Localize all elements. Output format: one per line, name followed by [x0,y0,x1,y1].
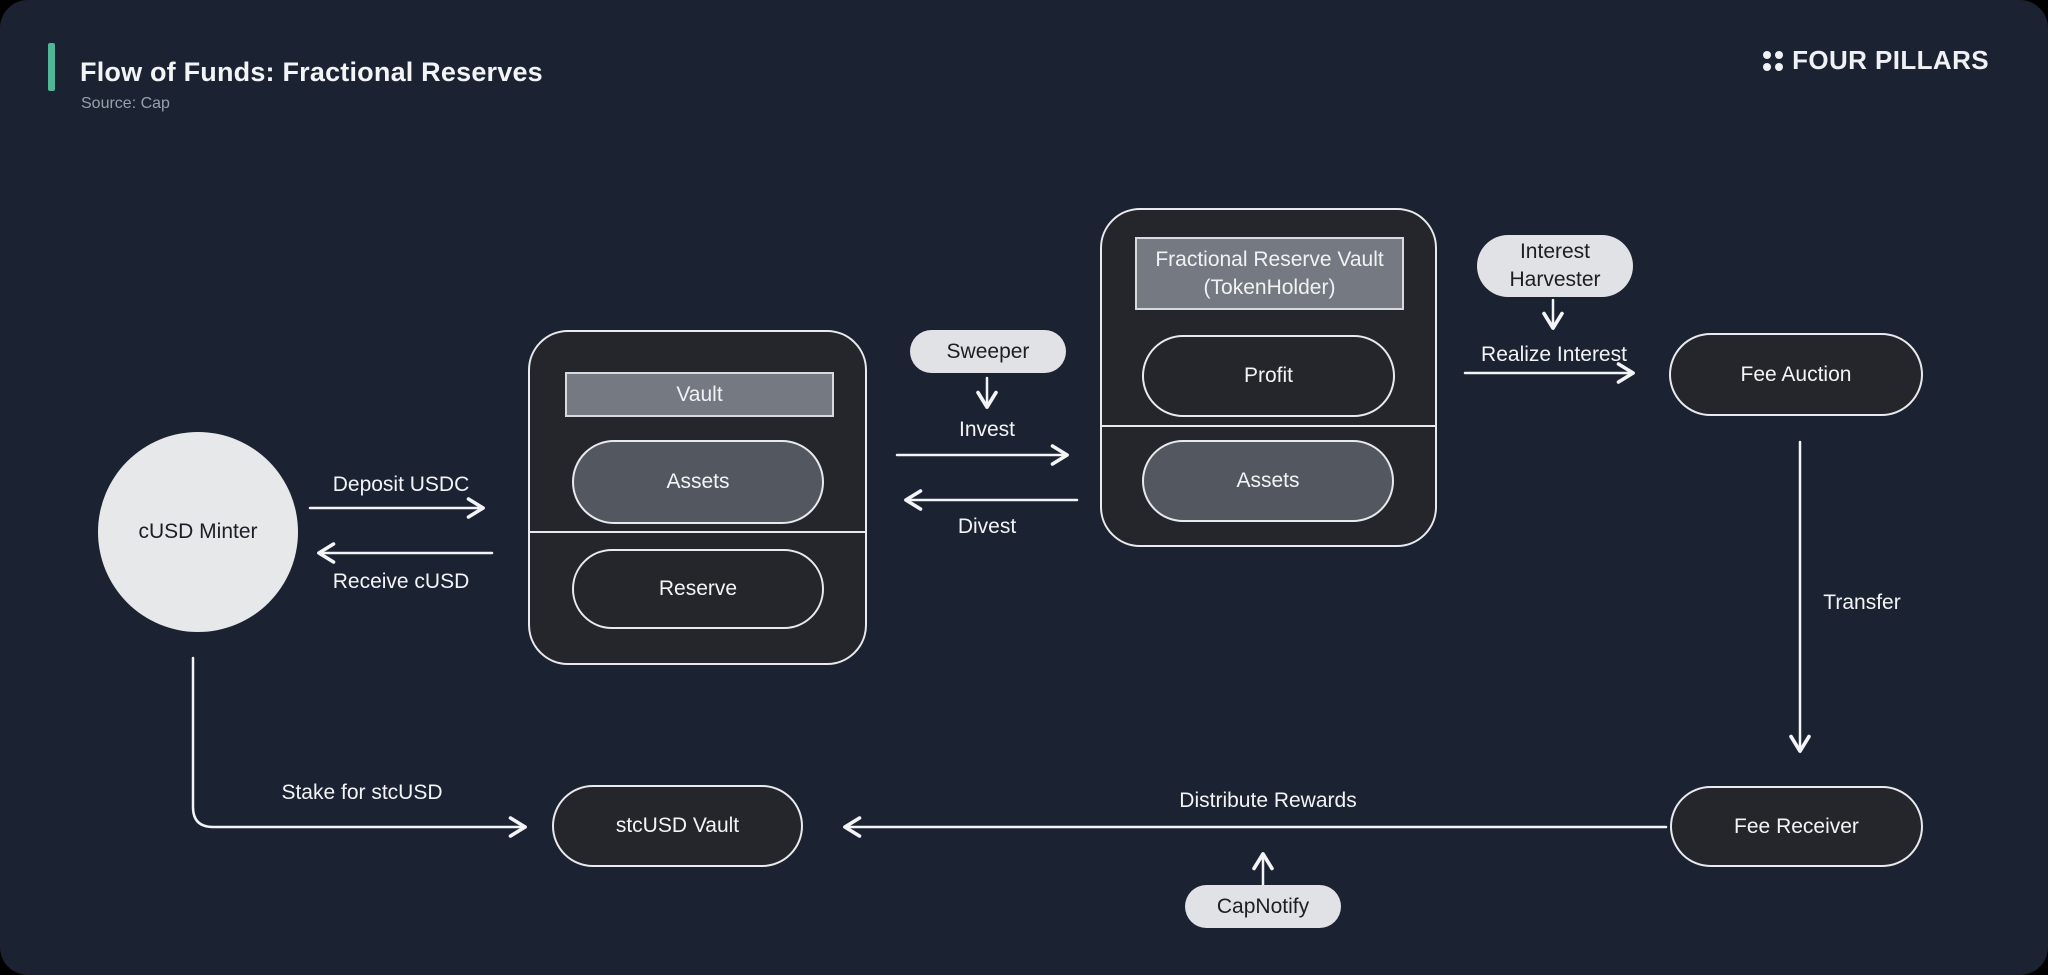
frv-box-divider [1102,425,1435,427]
frv-box-header: Fractional Reserve Vault (TokenHolder) [1135,237,1404,310]
vault-box-header: Vault [565,372,834,417]
node-cusd-minter: cUSD Minter [98,432,298,632]
page-title: Flow of Funds: Fractional Reserves [80,57,543,87]
node-sweeper: Sweeper [910,330,1066,373]
label-divest: Divest [957,515,1017,538]
label-receive-cusd: Receive cUSD [332,570,470,593]
node-capnotify: CapNotify [1185,885,1341,928]
vault-box-divider [530,531,865,533]
node-fee-auction: Fee Auction [1669,333,1923,416]
node-vault-reserve: Reserve [572,549,824,629]
four-dots-icon [1763,50,1784,71]
title-accent-bar [48,43,55,91]
label-stake-for-stcusd: Stake for stcUSD [281,781,443,804]
node-vault-assets: Assets [572,440,824,524]
four-pillars-logo: FOUR PILLARS [1763,45,1989,76]
node-frv-profit: Profit [1142,335,1395,417]
source-caption: Source: Cap [81,95,170,112]
logo-text: FOUR PILLARS [1792,45,1989,75]
node-vault-box: Vault Assets Reserve [528,330,867,665]
node-frv-box: Fractional Reserve Vault (TokenHolder) P… [1100,208,1437,547]
edge-stake-for-stcusd [191,656,527,838]
node-fee-receiver: Fee Receiver [1670,786,1923,867]
label-deposit-usdc: Deposit USDC [332,473,470,496]
node-frv-assets: Assets [1142,440,1394,522]
label-transfer: Transfer [1823,591,1901,614]
node-stcusd-vault: stcUSD Vault [552,785,803,867]
label-invest: Invest [958,418,1016,441]
label-realize-interest: Realize Interest [1481,343,1627,366]
node-interest-harvester: Interest Harvester [1477,235,1633,297]
label-distribute-rewards: Distribute Rewards [1179,789,1357,812]
